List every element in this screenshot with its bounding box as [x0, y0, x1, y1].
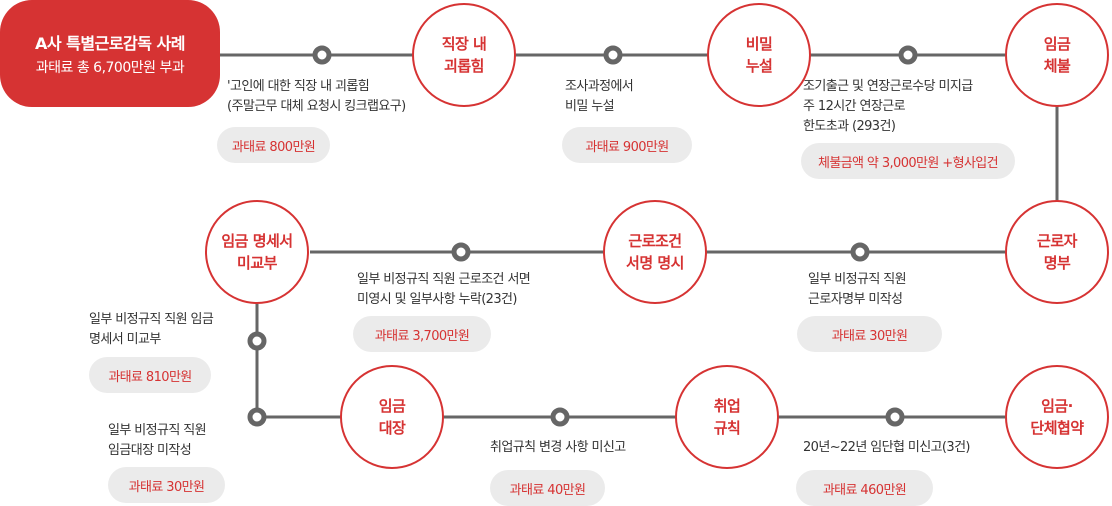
fine-badge: 과태료 810만원: [89, 357, 211, 393]
timeline-dot: [451, 242, 471, 262]
item-description: 일부 비정규직 직원 근로자명부 미작성: [808, 272, 907, 307]
item-description: 취업규칙 변경 사항 미신고: [490, 440, 626, 455]
case-title-box: A사 특별근로감독 사례 과태료 총 6,700만원 부과: [0, 0, 220, 107]
item-description: 20년~22년 임단협 미신고(3건): [803, 440, 971, 455]
fine-badge: 체불금액 약 3,000만원 +형사입건: [801, 143, 1015, 179]
case-total-fine: 과태료 총 6,700만원 부과: [35, 60, 185, 76]
item-description: '고인에 대한 직장 내 괴롭힘 (주말근무 대체 요청시 킹크랩요구): [227, 79, 406, 114]
item-description: 조사과정에서 비밀 누설: [565, 79, 634, 114]
category-work-rules: 취업 규칙: [675, 365, 779, 469]
case-title: A사 특별근로감독 사례: [34, 34, 186, 53]
fine-badge: 과태료 30만원: [797, 316, 942, 352]
category-worker-roster: 근로자 명부: [1005, 200, 1109, 304]
timeline-dot: [247, 331, 267, 351]
fine-badge: 과태료 30만원: [108, 467, 225, 503]
category-secret-leak: 비밀 누설: [707, 3, 811, 107]
timeline-dot: [312, 45, 332, 65]
item-description: 일부 비정규직 직원 임금대장 미작성: [108, 423, 207, 458]
category-wage-arrears: 임금 체불: [1005, 3, 1109, 107]
timeline-dot: [850, 242, 870, 262]
fine-badge: 과태료 40만원: [490, 470, 605, 506]
fine-badge: 과태료 900만원: [562, 127, 692, 163]
fine-badge: 과태료 800만원: [217, 127, 330, 163]
timeline-dot: [603, 45, 623, 65]
category-collective-agreement: 임금· 단체협약: [1005, 365, 1109, 469]
item-description: 조기출근 및 연장근로수당 미지급 주 12시간 연장근로 한도초과 (293건…: [803, 79, 973, 134]
timeline-dot: [550, 407, 570, 427]
item-description: 일부 비정규직 직원 근로조건 서면 미영시 및 일부사항 누락(23건): [357, 272, 531, 307]
category-workplace-harassment: 직장 내 괴롭힘: [412, 3, 516, 107]
timeline-dot: [247, 407, 267, 427]
timeline-dot: [898, 45, 918, 65]
fine-badge: 과태료 3,700만원: [353, 316, 491, 352]
fine-badge: 과태료 460만원: [796, 470, 933, 506]
item-description: 일부 비정규직 직원 임금 명세서 미교부: [89, 312, 214, 347]
category-working-conditions: 근로조건 서명 명시: [603, 200, 707, 304]
timeline-dot: [885, 407, 905, 427]
category-pay-statement: 임금 명세서 미교부: [205, 200, 309, 304]
category-wage-ledger: 임금 대장: [340, 365, 444, 469]
